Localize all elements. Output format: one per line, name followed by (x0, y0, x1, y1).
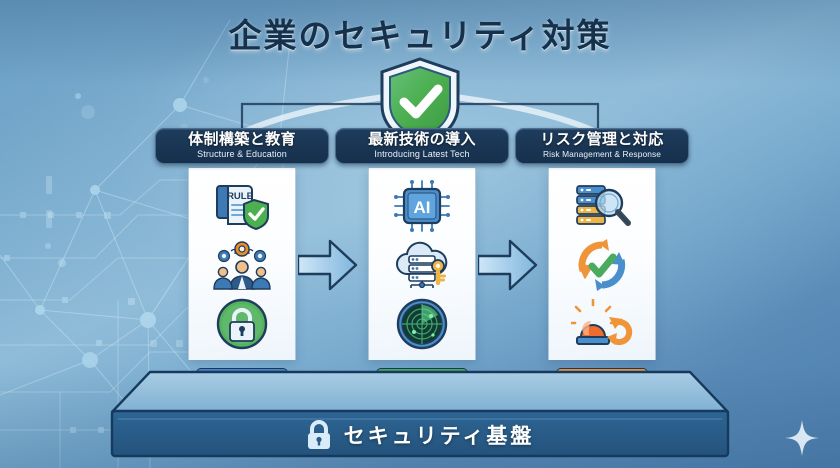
central-shield-emblem (378, 56, 462, 148)
refresh-cycle-check-icon (570, 238, 634, 292)
column-structure-education[interactable]: 体制構築と教育 Structure & Education RULE (155, 128, 329, 360)
column-header-pill[interactable]: 最新技術の導入 Introducing Latest Tech (335, 128, 509, 164)
server-magnifier-icon (570, 179, 634, 233)
green-lock-icon (210, 297, 274, 351)
alarm-siren-icon (570, 297, 634, 351)
page-title: 企業のセキュリティ対策 (228, 17, 612, 54)
column-heading-ja: リスク管理と対応 (540, 131, 664, 148)
security-foundation-base: セキュリティ基盤 (108, 370, 732, 458)
four-point-star-icon (785, 420, 819, 456)
ai-chip-icon: AI (390, 179, 454, 233)
rulebook-shield-icon: RULE (210, 179, 274, 233)
base-label-row: セキュリティ基盤 (108, 417, 732, 453)
column-header-pill[interactable]: リスク管理と対応 Risk Management & Response (515, 128, 689, 164)
column-card: RULE (188, 168, 296, 360)
radar-scan-icon (390, 297, 454, 351)
column-introducing-latest-tech[interactable]: 最新技術の導入 Introducing Latest Tech (335, 128, 509, 360)
column-card (548, 168, 656, 360)
cloud-server-key-icon (390, 238, 454, 292)
rulebook-label: RULE (227, 191, 253, 202)
flow-arrow-1 (298, 239, 358, 291)
flow-arrow-2 (478, 239, 538, 291)
column-card: AI (368, 168, 476, 360)
column-heading-en: Structure & Education (197, 149, 287, 159)
column-header-pill[interactable]: 体制構築と教育 Structure & Education (155, 128, 329, 164)
base-label-text: セキュリティ基盤 (343, 425, 535, 448)
column-heading-ja: 最新技術の導入 (368, 131, 476, 148)
column-risk-management-response[interactable]: リスク管理と対応 Risk Management & Response (515, 128, 689, 360)
lock-icon (307, 420, 330, 449)
column-heading-en: Risk Management & Response (542, 149, 662, 159)
column-heading-en: Introducing Latest Tech (374, 149, 470, 159)
column-heading-ja: 体制構築と教育 (188, 131, 296, 148)
ai-chip-label: AI (414, 198, 431, 217)
people-gears-icon (210, 238, 274, 292)
